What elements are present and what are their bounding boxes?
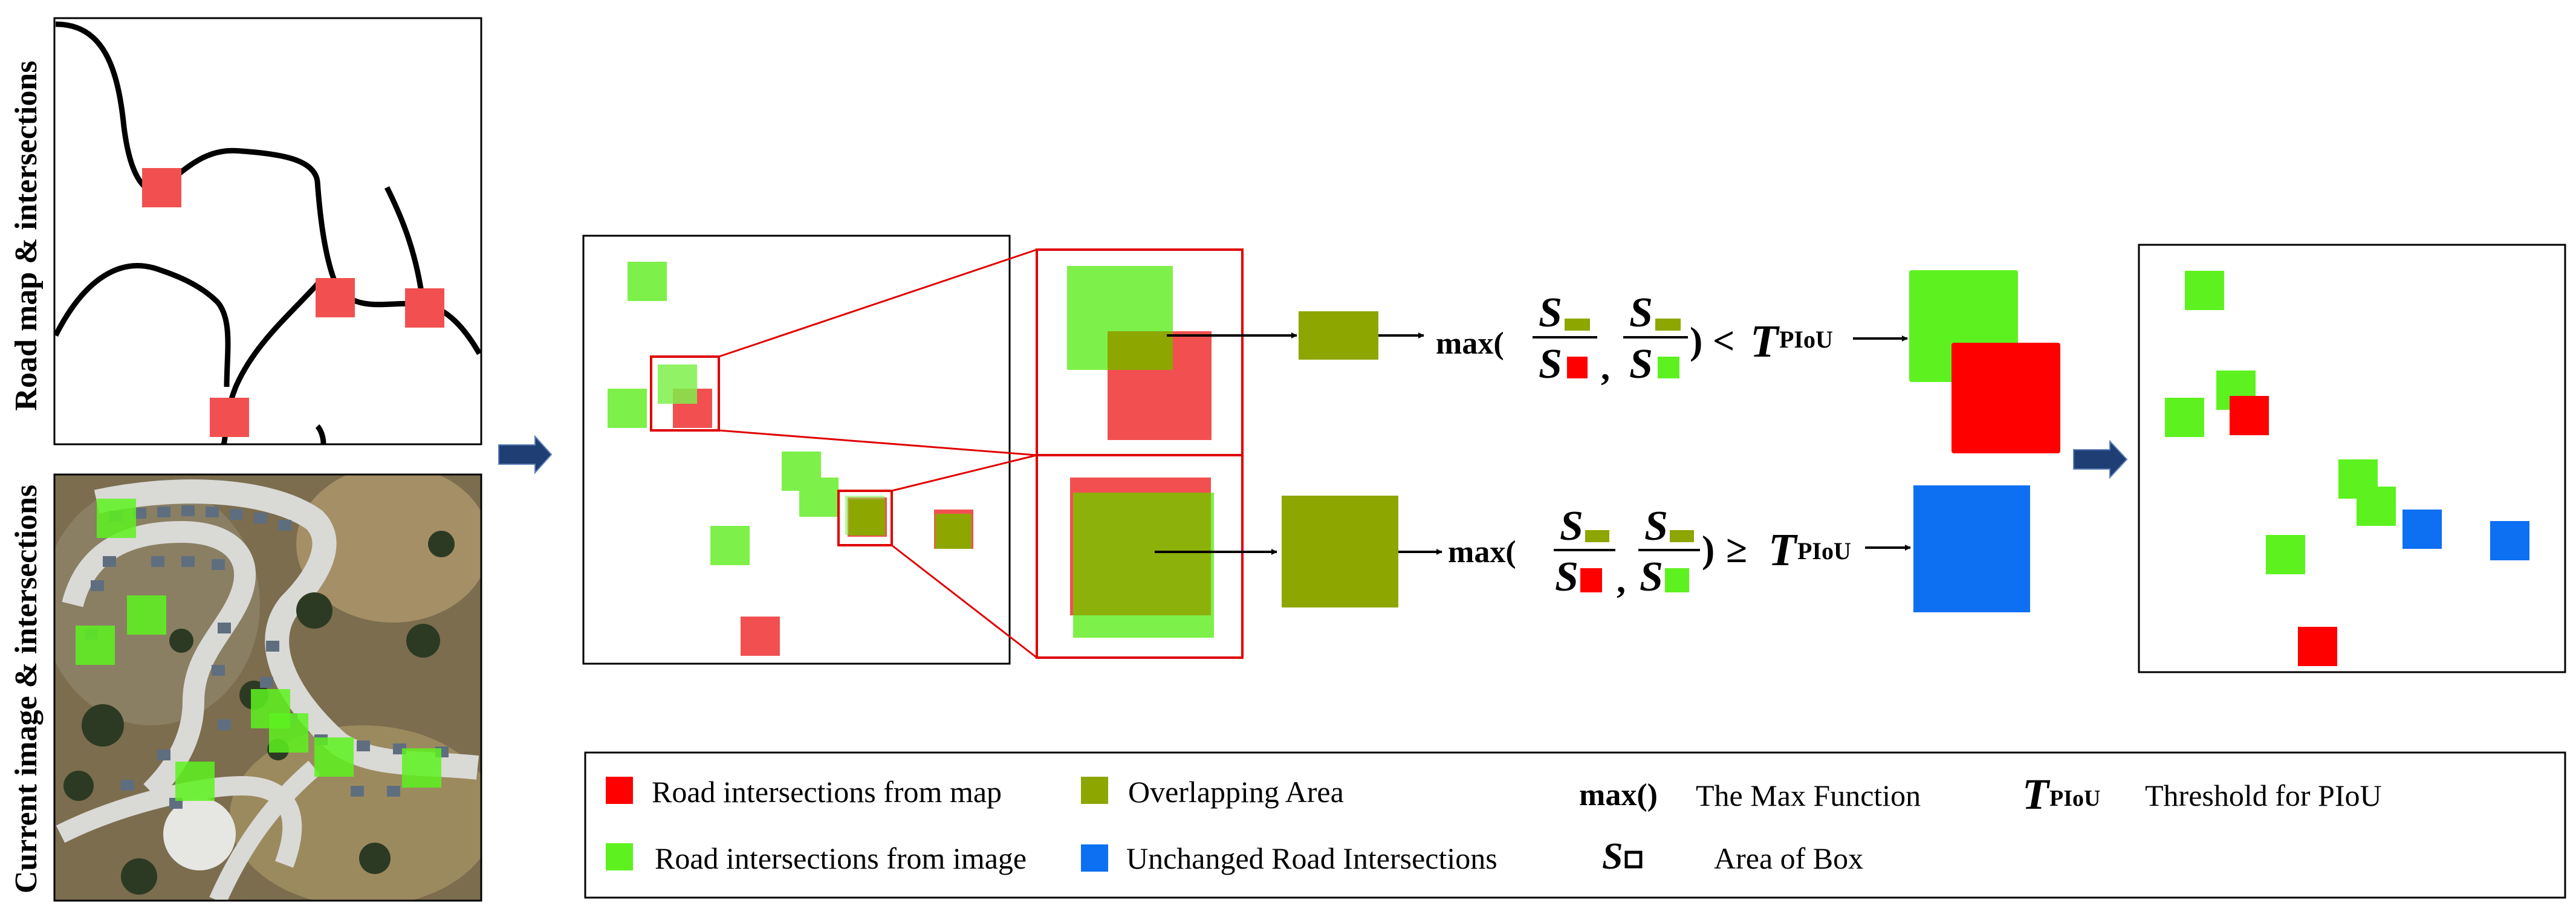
legend-max-symbol: max(): [1579, 778, 1658, 812]
map-intersection-box: [741, 617, 780, 656]
image-intersection-box: [269, 713, 308, 753]
overlap-box: [1108, 331, 1173, 370]
image-intersection-box: [799, 478, 839, 517]
max-function: max(: [1448, 535, 1516, 569]
road-map-label: Road map & intersections: [9, 60, 44, 410]
zoom-detail-lower: [1036, 454, 1244, 659]
greater-equal: ≥: [1726, 528, 1747, 571]
map-intersection-box: [1951, 343, 2060, 453]
legend-map-swatch: [606, 777, 633, 804]
overlap-area-symbol: S: [1629, 290, 1653, 336]
overlap-area-symbol: S: [1560, 503, 1583, 549]
close-paren: ): [1690, 319, 1702, 362]
zoom-detail-upper: [1036, 248, 1244, 456]
road-line: [53, 263, 231, 387]
legend-max-desc: The Max Function: [1696, 779, 1921, 812]
legend-overlap-swatch: [1081, 777, 1108, 804]
image-area-symbol: S: [1640, 554, 1663, 600]
result-panel: [2138, 244, 2566, 673]
threshold-symbol: T: [1768, 525, 1798, 575]
road-line: [384, 186, 426, 306]
legend-unchanged-label: Unchanged Road Intersections: [1126, 841, 1497, 875]
map-intersection-box: [2230, 396, 2269, 435]
comma: ,: [1601, 348, 1610, 387]
map-intersection-box: [210, 398, 249, 437]
less-than: <: [1713, 319, 1734, 362]
overlap-box: [935, 514, 972, 549]
comma: ,: [1617, 560, 1626, 600]
legend-overlap-label: Overlapping Area: [1128, 775, 1344, 809]
image-area-symbol: S: [1629, 341, 1653, 387]
threshold-subscript: PIoU: [1779, 326, 1833, 353]
overlap-box: [1282, 496, 1398, 607]
zoom-box-upper: [650, 355, 720, 432]
map-intersection-box: [405, 288, 444, 328]
map-area-symbol: S: [1539, 341, 1562, 387]
legend-area-desc: Area of Box: [1714, 841, 1863, 875]
formula-upper: max( S S , S S ) < T PIoU: [1436, 290, 1833, 387]
image-intersection-box: [710, 526, 750, 565]
image-intersection-box: [2266, 535, 2305, 574]
image-intersection-box: [97, 499, 136, 538]
image-intersection-box: [658, 364, 697, 404]
image-intersection-box: [127, 595, 166, 635]
legend-image-swatch: [606, 843, 633, 870]
legend-box-icon: [1624, 850, 1643, 869]
map-intersection-box: [142, 168, 181, 207]
overlap-box: [1299, 311, 1378, 360]
threshold-subscript: PIoU: [1797, 537, 1851, 565]
legend-threshold-symbol: T: [2022, 770, 2051, 818]
legend-unchanged-swatch: [1081, 844, 1108, 872]
map-intersection-box: [2298, 627, 2337, 666]
overlap-area-symbol: S: [1539, 290, 1562, 336]
road-line: [315, 424, 326, 445]
image-intersection-box: [175, 762, 215, 801]
flow-arrow-icon: [498, 435, 553, 474]
unchanged-intersection-box: [2490, 521, 2529, 560]
legend-image-label: Road intersections from image: [655, 841, 1027, 875]
image-intersection-box: [76, 626, 115, 665]
image-intersection-box: [402, 748, 441, 788]
threshold-symbol: T: [1750, 316, 1780, 367]
image-intersection-box: [628, 262, 667, 301]
map-intersection-box: [316, 278, 355, 317]
image-intersection-box: [314, 737, 354, 777]
legend: Road intersections from map Road interse…: [584, 751, 2566, 899]
image-intersection-box: [2165, 398, 2204, 437]
formula-lower: max( S S , S S ) ≥ T PIoU: [1448, 503, 1851, 600]
legend-area-symbol: S: [1602, 836, 1623, 877]
unchanged-intersection-box: [2402, 510, 2442, 549]
flow-arrow-icon: [2073, 439, 2128, 479]
road-map-panel: [53, 17, 482, 445]
overlap-box: [849, 499, 885, 536]
image-intersection-box: [2357, 487, 2396, 526]
image-intersection-box: [608, 389, 647, 428]
overlap-box: [1073, 493, 1211, 615]
road-line: [55, 21, 482, 355]
map-area-symbol: S: [1555, 554, 1578, 600]
close-paren: ): [1702, 528, 1715, 571]
zoom-box-lower: [837, 490, 893, 546]
zoom-lines: [718, 248, 1037, 659]
legend-threshold-desc: Threshold for PIoU: [2145, 779, 2382, 812]
comparison-panel: [582, 235, 1011, 665]
image-intersection-box: [2185, 271, 2224, 310]
max-function: max(: [1436, 326, 1504, 361]
current-image-label: Current image & intersections: [9, 485, 44, 893]
unchanged-intersection-box: [1913, 485, 2030, 612]
legend-map-label: Road intersections from map: [652, 775, 1002, 809]
legend-threshold-subscript: PIoU: [2049, 786, 2100, 811]
overlap-area-symbol: S: [1644, 503, 1668, 549]
satellite-image-panel: [53, 473, 482, 902]
